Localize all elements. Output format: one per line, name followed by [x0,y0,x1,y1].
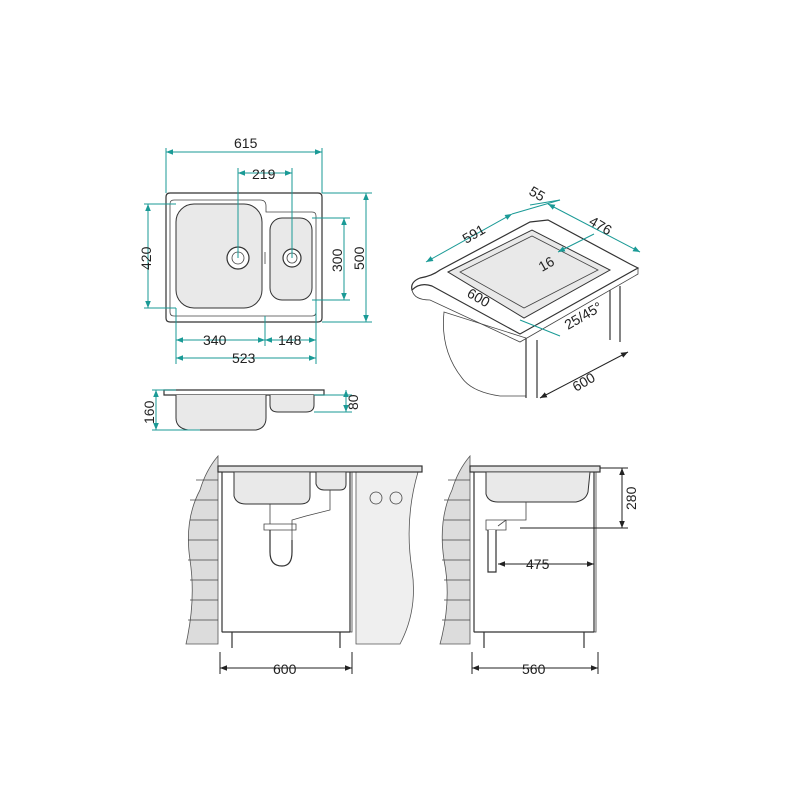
dim-install-cabinet-width: 600 [273,661,297,677]
dim-drain-spacing: 219 [252,166,276,182]
side-install-view: 280 475 560 [439,454,639,677]
wall-right-view [439,454,471,645]
dim-cabinet-side: 600 [570,369,598,395]
main-bowl-section [175,395,267,431]
dim-small-bowl-height: 80 [345,394,361,410]
main-bowl [175,203,263,309]
dim-edge-offset: 55 [527,183,549,205]
wall-left [185,454,219,645]
top-view: 615 219 420 300 500 340 148 523 [138,135,372,366]
dim-cutout-width: 591 [460,221,488,247]
side-bowl [485,471,591,503]
dim-overall-depth: 500 [351,246,367,270]
dim-install-cabinet-depth: 560 [522,661,546,677]
front-main-bowl [233,472,311,505]
front-small-bowl [315,472,347,491]
front-install-view: 600 [185,454,423,677]
dim-cutout-depth: 476 [587,213,615,239]
dim-clearance: 16 [536,253,558,275]
dim-main-bowl-depth: 420 [138,246,154,270]
dim-overall-width: 615 [234,135,258,151]
dim-main-bowl-width: 340 [203,332,227,348]
dim-inner-width: 523 [232,350,256,366]
dim-install-height: 280 [623,486,639,510]
dim-install-distance: 475 [526,556,550,572]
dim-small-bowl-depth: 300 [329,248,345,272]
dim-small-bowl-width: 148 [278,332,302,348]
siphon [269,530,293,567]
section-view: 160 80 [141,389,361,431]
cabinet-body [443,311,527,397]
small-bowl-section [269,395,315,413]
dim-main-bowl-height: 160 [141,400,157,424]
isometric-view: 591 55 476 16 600 25/45° 600 [411,183,641,399]
